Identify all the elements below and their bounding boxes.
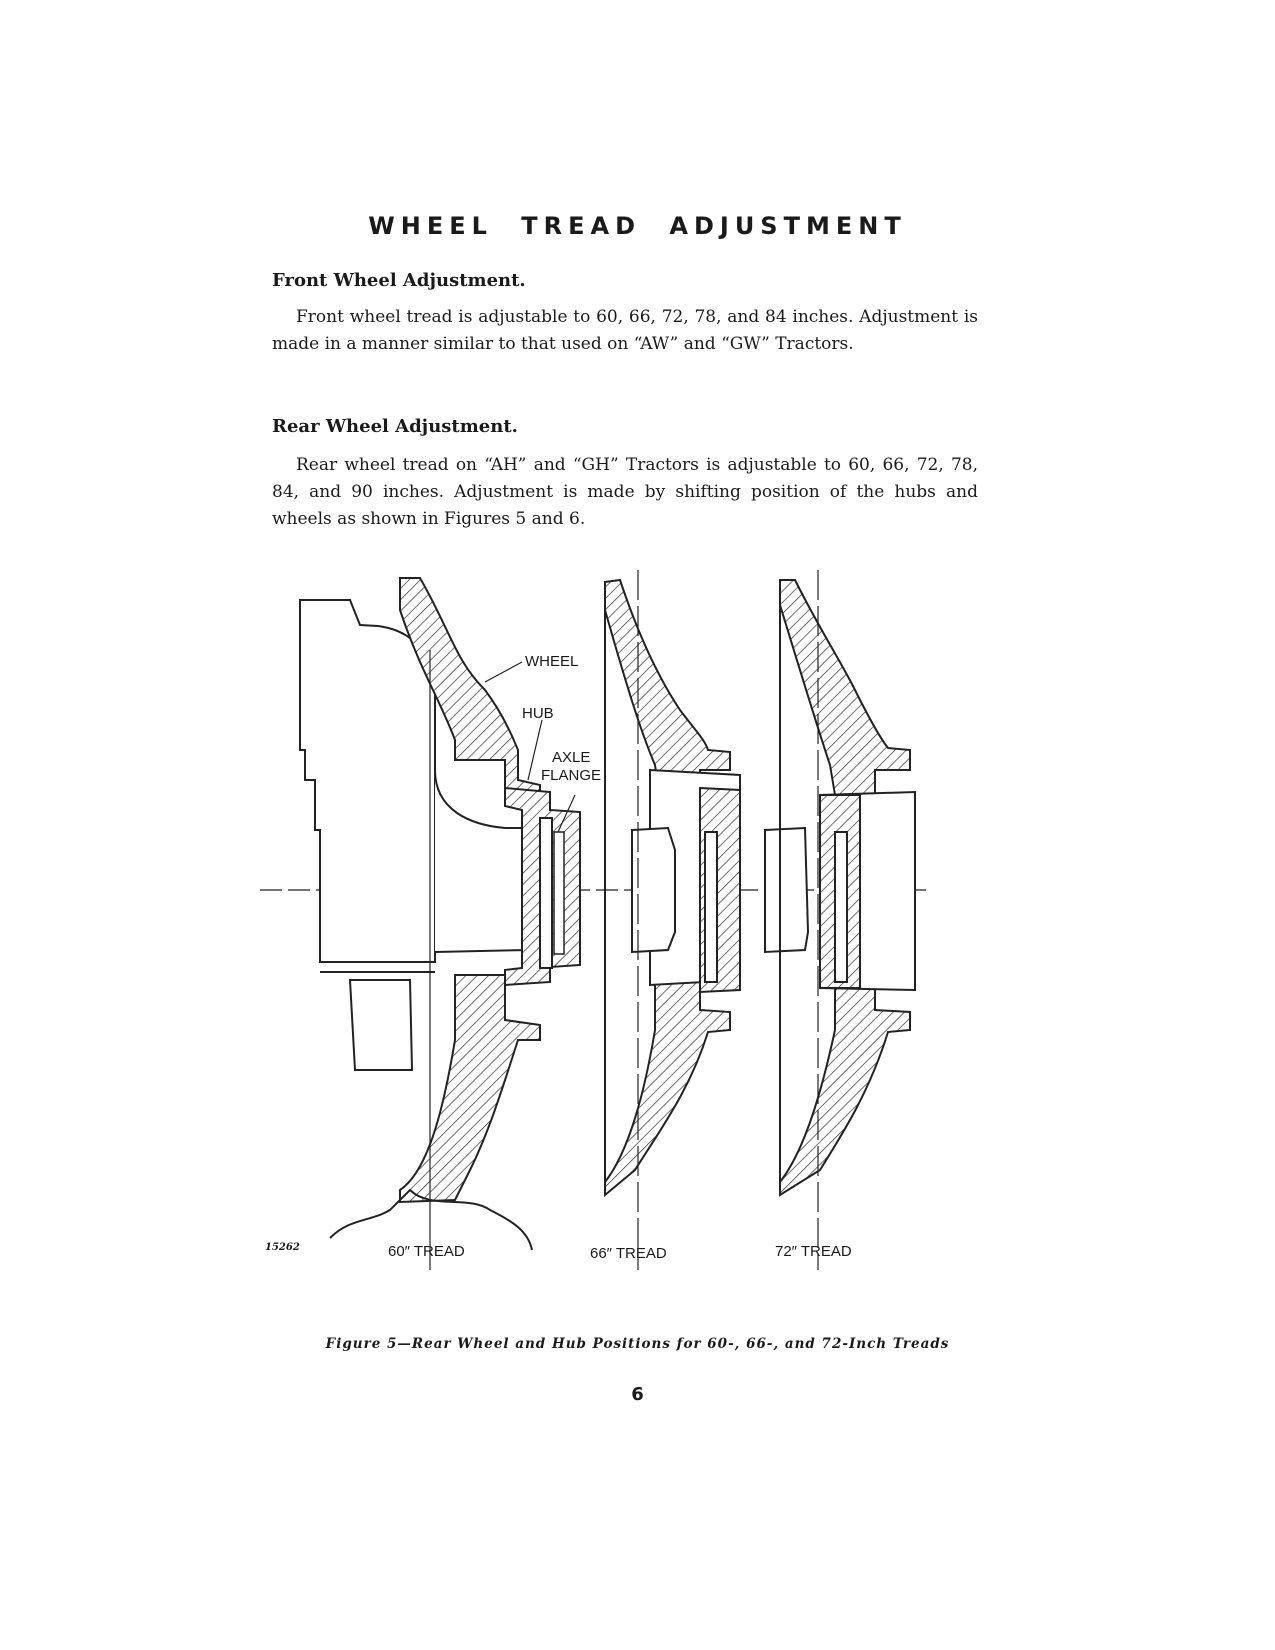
wheel-hub-diagram: WHEEL HUB AXLE FLANGE 15262 60″ TREAD 66…: [260, 570, 930, 1270]
wheel-assembly-72: [764, 570, 916, 1270]
tread-label-66: 66″ TREAD: [590, 1245, 667, 1262]
tread-label-72: 72″ TREAD: [775, 1243, 852, 1260]
wheel-rim: [399, 577, 541, 806]
hub-label: HUB: [522, 705, 554, 722]
wheel-assembly-60: [299, 577, 581, 1270]
wheel-label: WHEEL: [525, 653, 578, 670]
tractor-housing: [299, 599, 436, 963]
page-number: 6: [631, 1384, 644, 1405]
wheel-assembly-66: [604, 570, 741, 1270]
drawing-number: 15262: [265, 1242, 300, 1253]
section-heading-rear-wheel: Rear Wheel Adjustment.: [272, 416, 518, 437]
tread-label-60: 60″ TREAD: [388, 1243, 465, 1260]
figure-caption: Figure 5—Rear Wheel and Hub Positions fo…: [325, 1336, 950, 1352]
section-body-front-wheel: Front wheel tread is adjustable to 60, 6…: [272, 307, 978, 354]
section-heading-front-wheel: Front Wheel Adjustment.: [272, 270, 526, 291]
flange-label: FLANGE: [541, 767, 601, 784]
axle-flange: [539, 817, 553, 969]
axle-label: AXLE: [552, 749, 590, 766]
page-title: WHEEL TREAD ADJUSTMENT: [368, 212, 907, 240]
section-body-rear-wheel: Rear wheel tread on “AH” and “GH” Tracto…: [272, 455, 978, 529]
